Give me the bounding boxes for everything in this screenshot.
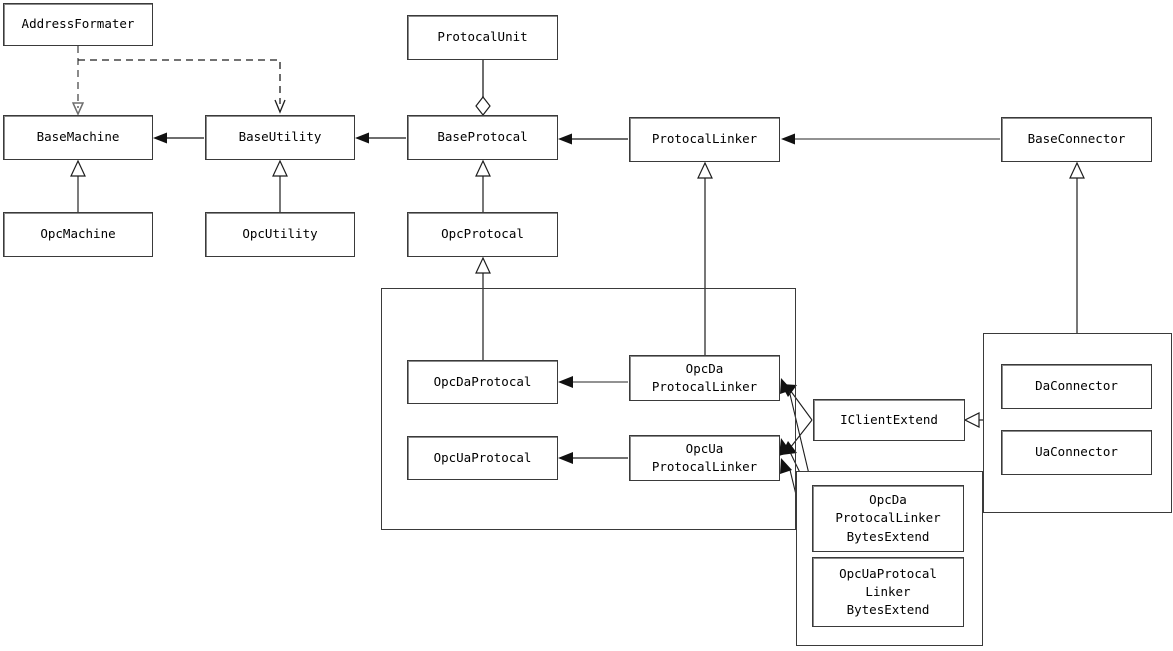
- line-opc-utility-to-base-utility-inheritance: [272, 159, 288, 212]
- line-opc-da-protocal-linker-to-protocal-linker-inheritance: [697, 161, 713, 355]
- class-box-opc-ua-protocal[interactable]: OpcUaProtocal: [407, 436, 558, 480]
- line-address-formater-to-base-machine: [71, 46, 85, 116]
- class-box-base-utility[interactable]: BaseUtility: [205, 115, 355, 160]
- line-base-utility-to-base-machine: [153, 132, 204, 144]
- class-box-opc-protocal[interactable]: OpcProtocal: [407, 212, 558, 257]
- class-box-opc-da-protocal-linker[interactable]: OpcDa ProtocalLinker: [629, 355, 780, 401]
- class-box-opc-utility[interactable]: OpcUtility: [205, 212, 355, 257]
- line-protocal-unit-to-base-protocal-aggregation: [475, 60, 491, 116]
- class-box-da-connector[interactable]: DaConnector: [1001, 364, 1152, 409]
- class-box-opc-da-protocal-linker-bytes-extend[interactable]: OpcDa ProtocalLinker BytesExtend: [812, 485, 964, 552]
- class-box-base-connector[interactable]: BaseConnector: [1001, 117, 1152, 162]
- class-box-opc-machine[interactable]: OpcMachine: [3, 212, 153, 257]
- class-box-opc-da-protocal[interactable]: OpcDaProtocal: [407, 360, 558, 404]
- line-opc-da-protocal-linker-to-opc-da-protocal: [558, 376, 628, 388]
- line-protocal-linker-to-base-protocal: [558, 133, 628, 145]
- class-box-protocal-linker[interactable]: ProtocalLinker: [629, 117, 780, 162]
- class-box-base-machine[interactable]: BaseMachine: [3, 115, 153, 160]
- line-opc-protocal-to-base-protocal-inheritance: [475, 159, 491, 212]
- class-box-ua-connector[interactable]: UaConnector: [1001, 430, 1152, 475]
- line-base-connector-to-protocal-linker: [781, 133, 1000, 145]
- class-box-opc-ua-protocal-linker-bytes-extend[interactable]: OpcUaProtocal Linker BytesExtend: [812, 557, 964, 627]
- line-da-connector-to-base-connector-inheritance: [1069, 161, 1085, 364]
- line-opc-machine-to-base-machine-inheritance: [70, 159, 86, 212]
- line-opc-ua-protocal-linker-to-opc-ua-protocal: [558, 452, 628, 464]
- line-address-formater-to-base-utility: [78, 59, 286, 114]
- class-box-iclient-extend[interactable]: IClientExtend: [813, 399, 965, 441]
- class-box-base-protocal[interactable]: BaseProtocal: [407, 115, 558, 160]
- class-box-opc-ua-protocal-linker[interactable]: OpcUa ProtocalLinker: [629, 435, 780, 481]
- group-opc-protocal-family: [381, 288, 796, 530]
- class-box-address-formater[interactable]: AddressFormater: [3, 3, 153, 46]
- class-box-protocal-unit[interactable]: ProtocalUnit: [407, 15, 558, 60]
- line-opc-da-protocal-to-opc-protocal-inheritance: [475, 256, 491, 360]
- line-base-protocal-to-base-utility: [355, 132, 406, 144]
- group-connector-family: [983, 333, 1172, 513]
